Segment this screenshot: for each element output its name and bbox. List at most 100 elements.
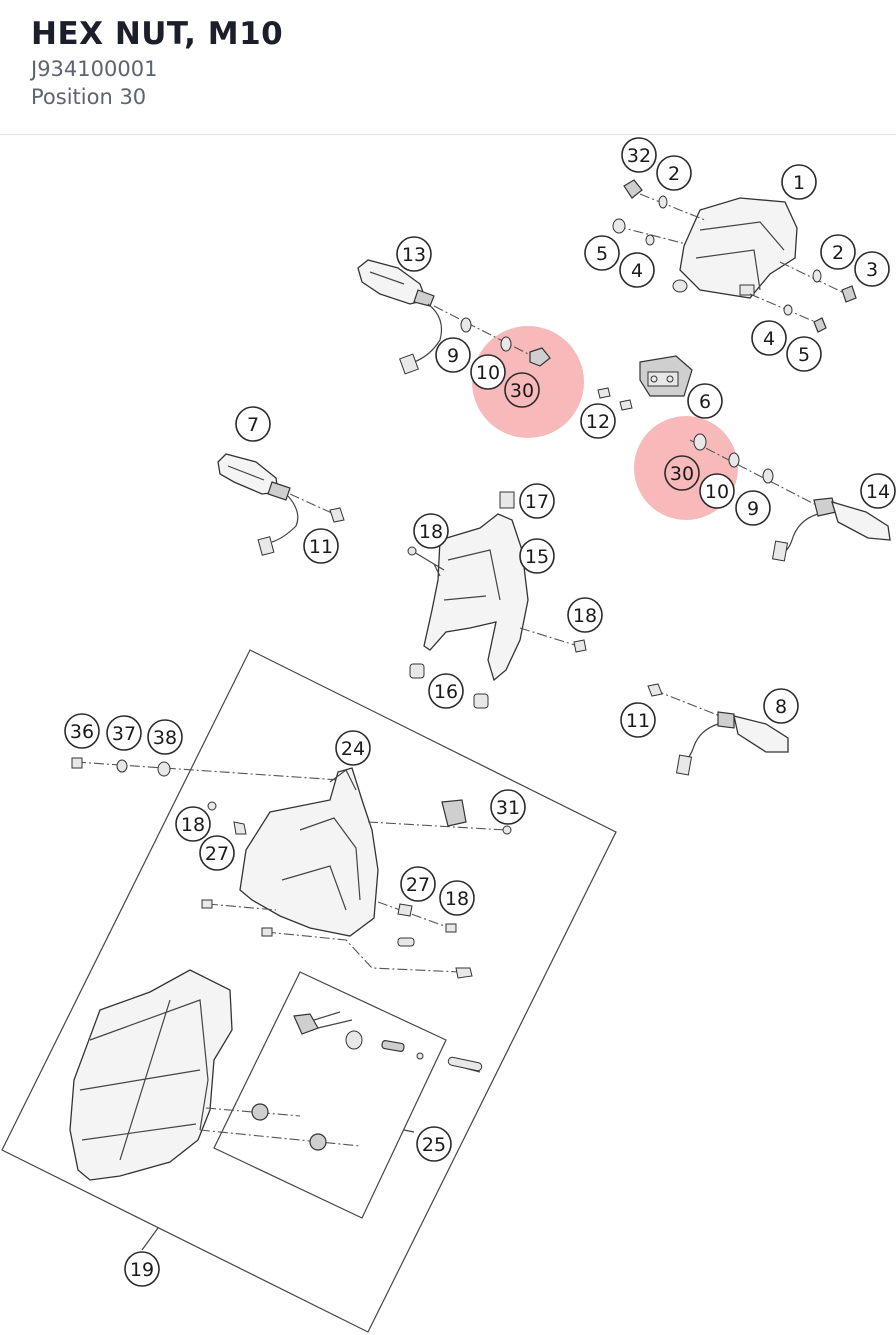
callout-label: 3 (866, 259, 878, 281)
callout-38[interactable]: 38 (147, 719, 183, 755)
callout-5[interactable]: 5 (786, 336, 822, 372)
callout-9[interactable]: 9 (735, 490, 771, 526)
bolt-set-36-38 (71, 757, 341, 781)
bulb-socket-set-25 (293, 1011, 483, 1073)
callout-circle (580, 403, 616, 439)
callout-label: 11 (309, 536, 333, 558)
callout-label: 38 (153, 727, 177, 749)
callout-circle (519, 483, 555, 519)
callout-18[interactable]: 18 (567, 597, 603, 633)
callout-circle (621, 137, 657, 173)
callout-label: 17 (525, 491, 549, 513)
callout-circle (786, 336, 822, 372)
callout-14[interactable]: 14 (860, 473, 896, 509)
callout-label: 31 (496, 797, 520, 819)
callout-label: 2 (832, 242, 844, 264)
callout-label: 7 (247, 414, 259, 436)
callout-label: 10 (476, 362, 500, 384)
callout-1[interactable]: 1 (781, 164, 817, 200)
callout-label: 16 (434, 681, 458, 703)
callout-circle (820, 234, 856, 270)
callout-25[interactable]: 25 (416, 1126, 452, 1162)
callout-4[interactable]: 4 (619, 252, 655, 288)
callout-5[interactable]: 5 (584, 235, 620, 271)
callout-label: 14 (866, 481, 890, 503)
callout-16[interactable]: 16 (428, 673, 464, 709)
headlight-19 (69, 969, 361, 1181)
callout-circle (584, 235, 620, 271)
callout-label: 30 (510, 380, 534, 402)
callout-15[interactable]: 15 (519, 538, 555, 574)
callout-circle (490, 789, 526, 825)
callout-30[interactable]: 30 (664, 455, 700, 491)
callout-6[interactable]: 6 (687, 383, 723, 419)
callout-2[interactable]: 2 (656, 155, 692, 191)
callout-circle (504, 372, 540, 408)
callout-label: 27 (205, 843, 229, 865)
callout-30[interactable]: 30 (504, 372, 540, 408)
callout-circle (781, 164, 817, 200)
callout-31[interactable]: 31 (490, 789, 526, 825)
callout-7[interactable]: 7 (235, 406, 271, 442)
callout-17[interactable]: 17 (519, 483, 555, 519)
callout-circle (199, 835, 235, 871)
callout-label: 18 (445, 888, 469, 910)
callout-8[interactable]: 8 (763, 688, 799, 724)
callout-37[interactable]: 37 (106, 715, 142, 751)
callout-label: 24 (341, 738, 365, 760)
callout-13[interactable]: 13 (396, 236, 432, 272)
callout-circle (124, 1251, 160, 1287)
part-number: J934100001 (31, 57, 158, 81)
callout-27[interactable]: 27 (400, 866, 436, 902)
turn-signal-14 (689, 433, 891, 562)
callout-3[interactable]: 3 (854, 251, 890, 287)
exploded-parts-diagram[interactable]: 3221542345139103061230109147111718151816… (0, 135, 896, 1335)
callout-12[interactable]: 12 (580, 403, 616, 439)
callout-2[interactable]: 2 (820, 234, 856, 270)
callout-circle (656, 155, 692, 191)
callout-circle (854, 251, 890, 287)
callout-circle (396, 236, 432, 272)
part-title: HEX NUT, M10 (31, 16, 284, 52)
callout-4[interactable]: 4 (751, 320, 787, 356)
callout-circle (64, 713, 100, 749)
callout-24[interactable]: 24 (335, 730, 371, 766)
bracket-15 (407, 491, 587, 709)
headlight-mask-24 (201, 767, 512, 979)
callout-circle (751, 320, 787, 356)
callout-10[interactable]: 10 (470, 354, 506, 390)
callout-circle (413, 513, 449, 549)
callout-label: 6 (699, 391, 711, 413)
callout-circle (175, 806, 211, 842)
callout-10[interactable]: 10 (699, 473, 735, 509)
turn-signal-7 (217, 453, 345, 556)
callout-circle (235, 406, 271, 442)
callout-label: 9 (447, 345, 459, 367)
callout-label: 4 (763, 328, 775, 350)
callout-circle (335, 730, 371, 766)
callout-circle (619, 252, 655, 288)
callout-label: 18 (419, 521, 443, 543)
callout-circle (470, 354, 506, 390)
callout-11[interactable]: 11 (620, 702, 656, 738)
callout-label: 25 (422, 1134, 446, 1156)
callout-9[interactable]: 9 (435, 337, 471, 373)
callout-circle (147, 719, 183, 755)
highlight-area-30-left (472, 326, 584, 438)
callout-11[interactable]: 11 (303, 528, 339, 564)
callout-27[interactable]: 27 (199, 835, 235, 871)
callout-circle (400, 866, 436, 902)
callout-36[interactable]: 36 (64, 713, 100, 749)
callout-label: 18 (573, 605, 597, 627)
callout-label: 13 (402, 244, 426, 266)
callout-label: 10 (705, 481, 729, 503)
callout-label: 5 (596, 243, 608, 265)
callout-circle (435, 337, 471, 373)
callout-19[interactable]: 19 (124, 1251, 160, 1287)
callout-18[interactable]: 18 (175, 806, 211, 842)
turn-signal-13 (357, 259, 551, 375)
callout-32[interactable]: 32 (621, 137, 657, 173)
callout-18[interactable]: 18 (439, 880, 475, 916)
callout-label: 5 (798, 344, 810, 366)
callout-18[interactable]: 18 (413, 513, 449, 549)
